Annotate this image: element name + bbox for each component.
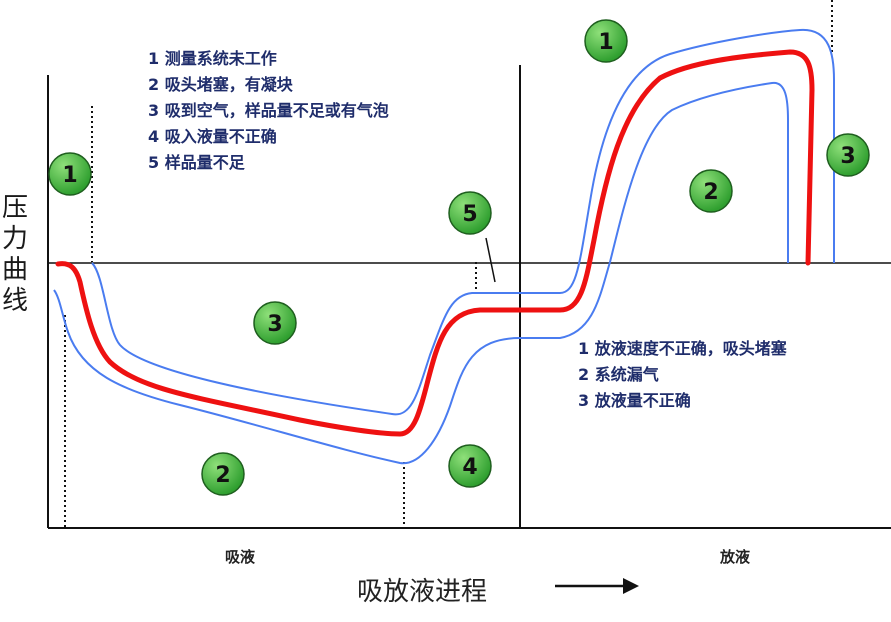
aspirate-notes: 1 测量系统未工作 2 吸头堵塞，有凝块 3 吸到空气，样品量不足或有气泡 4 … <box>148 46 389 176</box>
marker-circle <box>584 19 628 63</box>
aspirate-phase-label: 吸液 <box>225 548 256 566</box>
marker-disp-1: 1 <box>584 19 628 63</box>
aspirate-note: 5 样品量不足 <box>148 153 245 172</box>
marker-number: 1 <box>62 163 77 188</box>
marker-circle <box>253 301 297 345</box>
y-axis-label-char: 力 <box>2 224 29 254</box>
marker-circle <box>826 133 870 177</box>
nominal-pressure-curve <box>55 49 815 437</box>
dispense-phase-label: 放液 <box>720 548 751 566</box>
upper-tolerance-band <box>91 28 835 416</box>
marker-circle <box>448 444 492 488</box>
marker-number: 2 <box>703 180 718 205</box>
y-axis-label-char: 线 <box>2 286 29 316</box>
marker-circle <box>48 152 92 196</box>
dispense-note: 1 放液速度不正确，吸头堵塞 <box>578 339 787 358</box>
marker-circle <box>448 191 492 235</box>
marker-asp-1: 1 <box>48 152 92 196</box>
marker-circle <box>201 452 245 496</box>
marker-number: 4 <box>462 455 477 480</box>
marker-disp-2: 2 <box>689 169 733 213</box>
marker-asp-3: 3 <box>253 301 297 345</box>
marker-number: 3 <box>267 312 282 337</box>
marker-asp-4: 4 <box>448 444 492 488</box>
marker-number: 1 <box>598 30 613 55</box>
y-axis-label: 压 力 曲 线 <box>0 193 28 317</box>
y-axis-label-char: 压 <box>2 193 29 223</box>
progress-arrow-icon <box>555 578 639 594</box>
pointer-line <box>485 237 496 283</box>
marker-number: 5 <box>462 202 477 227</box>
marker-asp-5: 5 <box>448 191 492 235</box>
dispense-note: 2 系统漏气 <box>578 365 659 384</box>
dispense-note: 3 放液量不正确 <box>578 391 691 410</box>
aspirate-note: 1 测量系统未工作 <box>148 49 277 68</box>
x-axis-title: 吸放液进程 <box>357 577 488 607</box>
lower-tolerance-band <box>53 81 789 465</box>
aspirate-note: 4 吸入液量不正确 <box>148 127 277 146</box>
aspirate-note: 3 吸到空气，样品量不足或有气泡 <box>148 101 389 120</box>
marker-number: 3 <box>840 144 855 169</box>
marker-disp-3: 3 <box>826 133 870 177</box>
marker-circle <box>689 169 733 213</box>
marker-asp-2: 2 <box>201 452 245 496</box>
dispense-notes: 1 放液速度不正确，吸头堵塞 2 系统漏气 3 放液量不正确 <box>578 336 787 414</box>
y-axis-label-char: 曲 <box>2 255 29 285</box>
aspirate-note: 2 吸头堵塞，有凝块 <box>148 75 293 94</box>
marker-number: 2 <box>215 463 230 488</box>
